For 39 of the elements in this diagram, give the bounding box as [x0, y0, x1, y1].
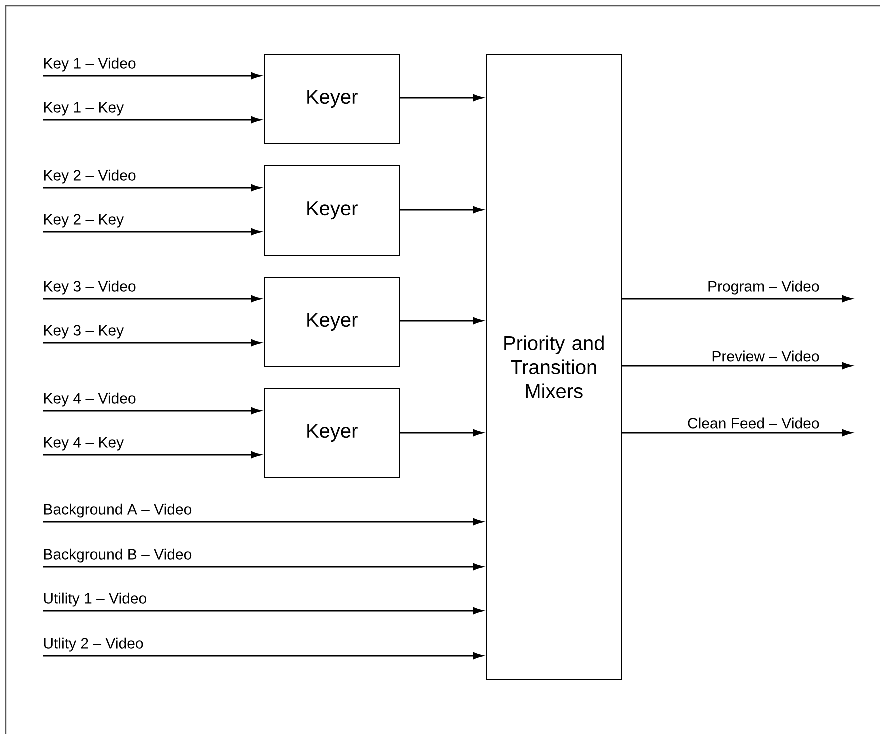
arrow — [400, 94, 484, 102]
edge-label: Background B – Video — [42, 548, 194, 564]
arrow — [43, 652, 484, 660]
arrow — [43, 339, 262, 347]
edge-label: Key 2 – Video — [42, 168, 138, 185]
edge-label: Key 2 – Key — [42, 213, 126, 229]
keyer-box: Keyer — [264, 54, 400, 144]
arrow — [43, 407, 262, 415]
arrow — [43, 518, 484, 526]
keyer-box: Keyer — [264, 165, 400, 256]
arrow — [43, 116, 262, 124]
arrow — [43, 563, 484, 571]
arrow — [43, 228, 262, 236]
edge-label: Clean Feed – Video — [686, 416, 821, 430]
edge-label: Key 3 – Key — [42, 324, 126, 340]
arrow — [400, 317, 484, 325]
edge-label: Utlity 2 – Video — [42, 636, 145, 653]
mixer-box: Priority and Transition Mixers — [486, 54, 622, 680]
edge-label: Background A – Video — [42, 502, 194, 519]
arrow — [43, 607, 484, 615]
keyer-box: Keyer — [264, 388, 400, 478]
edge-label: Program – Video — [706, 280, 821, 296]
edge-label: Preview – Video — [710, 350, 821, 363]
arrow — [43, 451, 262, 459]
arrow — [622, 362, 852, 370]
arrow — [43, 72, 262, 80]
edge-label: Utility 1 – Video — [42, 592, 148, 608]
arrow — [43, 184, 262, 192]
arrow — [622, 429, 852, 437]
arrow — [43, 295, 262, 303]
arrow — [400, 429, 484, 437]
edge-label: Key 4 – Video — [42, 392, 138, 408]
edge-label: Key 3 – Video — [42, 280, 138, 296]
keyer-box: Keyer — [264, 277, 400, 368]
edge-label: Key 1 – Key — [42, 101, 126, 117]
arrow — [622, 295, 852, 303]
edge-label: Key 1 – Video — [42, 56, 138, 73]
arrow — [400, 206, 484, 214]
edge-label: Key 4 – Key — [42, 436, 126, 452]
